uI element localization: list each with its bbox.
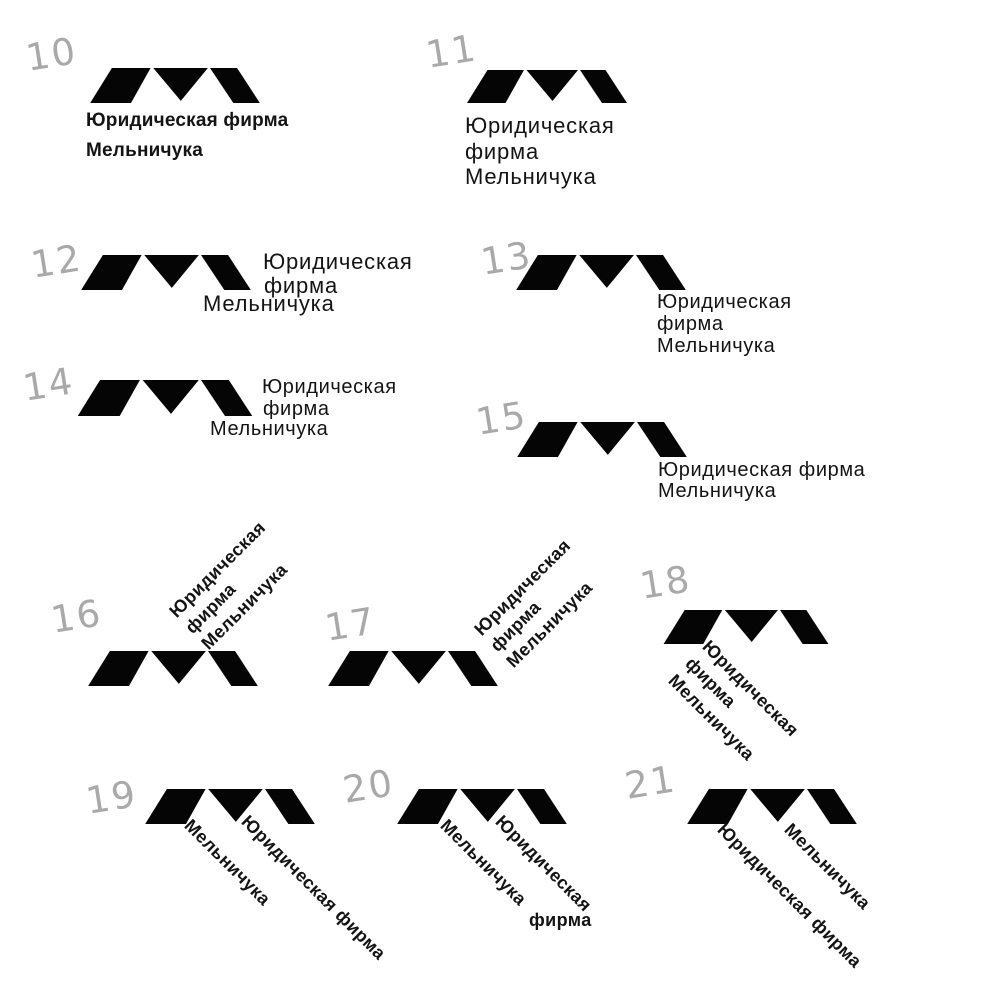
brand-line-3: Мельничука: [465, 164, 597, 189]
handwritten-number: 10: [22, 29, 81, 80]
brand-line-2: фирма: [264, 273, 338, 298]
brand-line-2: фирма: [657, 313, 724, 335]
melnichuk-logo-icon: [515, 255, 687, 290]
brand-line-1: Юридическая: [657, 291, 792, 313]
melnichuk-logo-icon: [77, 380, 253, 416]
brand-line-2: фирма: [263, 398, 330, 420]
horizontal-word-firm: фирма: [529, 910, 592, 930]
handwritten-number: 11: [422, 26, 481, 77]
melnichuk-logo-icon: [90, 68, 260, 103]
melnichuk-logo-icon: [466, 70, 628, 103]
brand-line-name: Мельничука: [86, 140, 203, 161]
handwritten-number: 19: [82, 772, 141, 823]
handwritten-number: 21: [621, 757, 680, 808]
brand-line-firm: Юридическая фирма: [86, 110, 289, 131]
handwritten-number: 12: [27, 236, 86, 287]
melnichuk-logo-icon: [687, 789, 857, 824]
handwritten-number: 20: [339, 761, 398, 812]
brand-line-3: Мельничука: [210, 418, 329, 440]
brand-line-2: фирма: [465, 139, 539, 164]
melnichuk-logo-icon: [88, 651, 258, 686]
brand-line-1: Юридическая: [263, 249, 413, 274]
handwritten-number: 16: [47, 591, 106, 642]
melnichuk-logo-icon: [145, 789, 315, 824]
brand-line-3: Мельничука: [657, 335, 776, 357]
handwritten-number: 18: [636, 557, 695, 608]
brand-line-name: Мельничука: [658, 480, 777, 502]
melnichuk-logo-icon: [80, 255, 252, 290]
melnichuk-logo-icon: [517, 422, 687, 457]
handwritten-number: 17: [321, 599, 380, 650]
melnichuk-logo-icon: [328, 651, 498, 686]
brand-line-firm: Юридическая фирма: [658, 459, 866, 481]
handwritten-number: 14: [19, 359, 78, 410]
melnichuk-logo-icon: [397, 789, 567, 824]
melnichuk-logo-icon: [662, 610, 830, 644]
brand-line-1: Юридическая: [465, 113, 615, 138]
brand-line-3: Мельничука: [203, 291, 335, 316]
brand-line-1: Юридическая: [262, 376, 397, 398]
